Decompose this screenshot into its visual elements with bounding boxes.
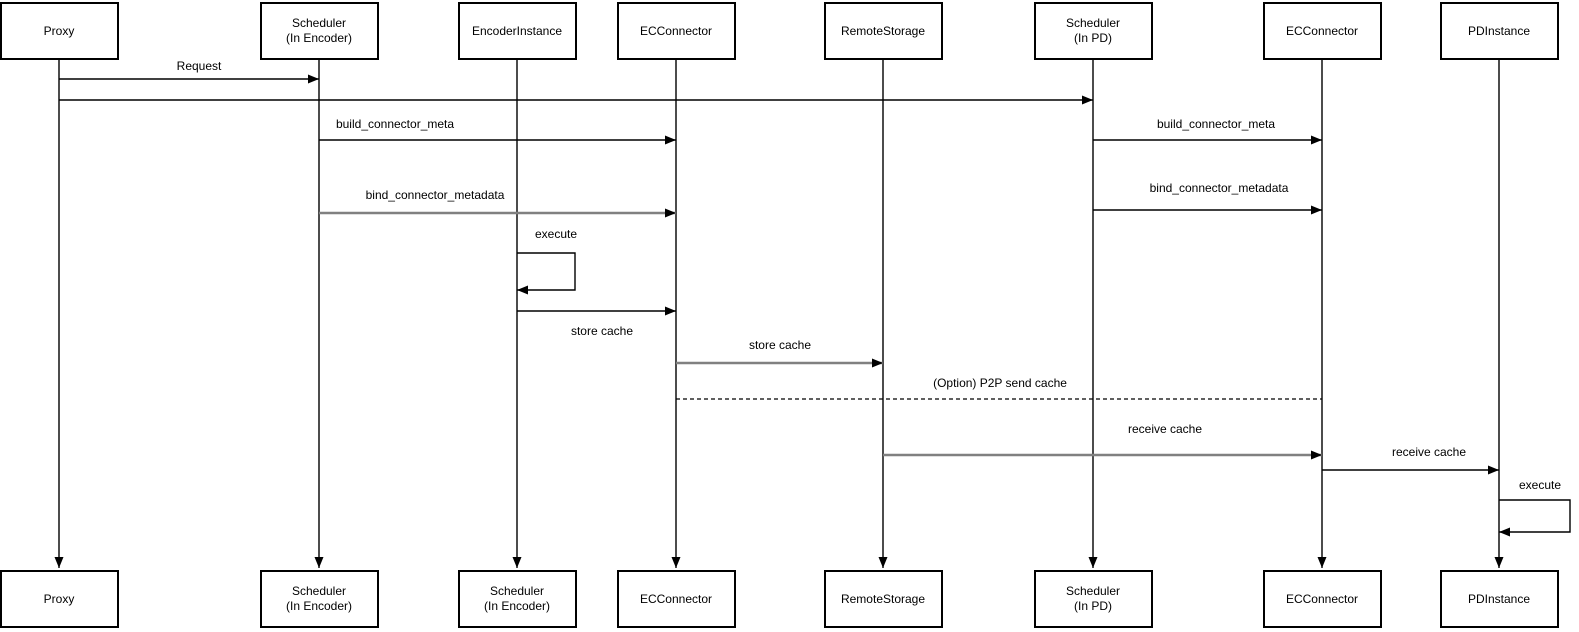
participant-encoder-instance-top-box: EncoderInstance <box>457 2 577 60</box>
participant-remote-storage-top-box: RemoteStorage <box>823 2 943 60</box>
participant-ec-connector-encoder-top-box: ECConnector <box>616 2 736 60</box>
message-bind-connector-metadata-pd-label: bind_connector_metadata <box>1149 181 1289 195</box>
participant-scheduler-in-pd-top-box: Scheduler(In PD) <box>1033 2 1153 60</box>
participant-label: Scheduler <box>489 584 545 598</box>
participant-label: ECConnector <box>639 23 713 38</box>
participant-scheduler-in-pd-bottom-box: Scheduler(In PD) <box>1033 570 1153 628</box>
message-receive-cache-remote-label: receive cache <box>1127 422 1203 436</box>
participant-label: (In PD) <box>1073 31 1112 45</box>
participant-label: Scheduler <box>291 584 347 598</box>
participant-proxy-top-box: Proxy <box>0 2 119 60</box>
participant-proxy-bottom-box: Proxy <box>0 570 119 628</box>
participant-label: ECConnector <box>639 591 713 606</box>
participant-label: ECConnector <box>1285 591 1359 606</box>
participant-label: Proxy <box>43 591 75 606</box>
participant-label: (In Encoder) <box>285 31 353 45</box>
message-p2p-send-cache-label: (Option) P2P send cache <box>933 376 1067 390</box>
message-receive-cache-pd-label: receive cache <box>1391 445 1467 459</box>
message-build-connector-meta-pd-label: build_connector_meta <box>1156 117 1276 131</box>
participant-ec-connector-pd-bottom-box: ECConnector <box>1262 570 1382 628</box>
participant-label: RemoteStorage <box>840 23 926 38</box>
participant-label: (In Encoder) <box>483 599 551 613</box>
message-build-connector-meta-encoder-label: build_connector_meta <box>335 117 455 131</box>
participant-label: Proxy <box>43 23 75 38</box>
participant-label: PDInstance <box>1467 591 1531 606</box>
participant-label: ECConnector <box>1285 23 1359 38</box>
participant-label: Scheduler <box>1065 16 1121 30</box>
participant-scheduler-in-encoder-bottom-box: Scheduler(In Encoder) <box>259 570 379 628</box>
participant-ec-connector-pd-top-box: ECConnector <box>1262 2 1382 60</box>
participant-label: Scheduler <box>291 16 347 30</box>
participant-label: PDInstance <box>1467 23 1531 38</box>
participant-pd-instance-bottom-box: PDInstance <box>1439 570 1559 628</box>
participant-label: EncoderInstance <box>471 23 563 38</box>
participant-encoder-instance-bottom-box: Scheduler(In Encoder) <box>457 570 577 628</box>
self-loop-execute-pd-arrow <box>1499 499 1571 537</box>
message-store-cache-remote-label: store cache <box>748 338 812 352</box>
participant-scheduler-in-encoder-top-box: Scheduler(In Encoder) <box>259 2 379 60</box>
message-bind-connector-metadata-encoder-label: bind_connector_metadata <box>365 188 505 202</box>
message-request-label: Request <box>176 59 222 73</box>
message-store-cache-encoder-label: store cache <box>570 324 634 338</box>
participant-label: Scheduler <box>1065 584 1121 598</box>
self-loop-execute-encoder-label: execute <box>534 227 578 241</box>
self-loop-execute-pd-label: execute <box>1518 478 1562 492</box>
participant-pd-instance-top-box: PDInstance <box>1439 2 1559 60</box>
self-loop-execute-encoder-arrow <box>517 252 576 295</box>
participant-label: (In Encoder) <box>285 599 353 613</box>
participant-ec-connector-encoder-bottom-box: ECConnector <box>616 570 736 628</box>
participant-label: RemoteStorage <box>840 591 926 606</box>
participant-remote-storage-bottom-box: RemoteStorage <box>823 570 943 628</box>
participant-label: (In PD) <box>1073 599 1112 613</box>
